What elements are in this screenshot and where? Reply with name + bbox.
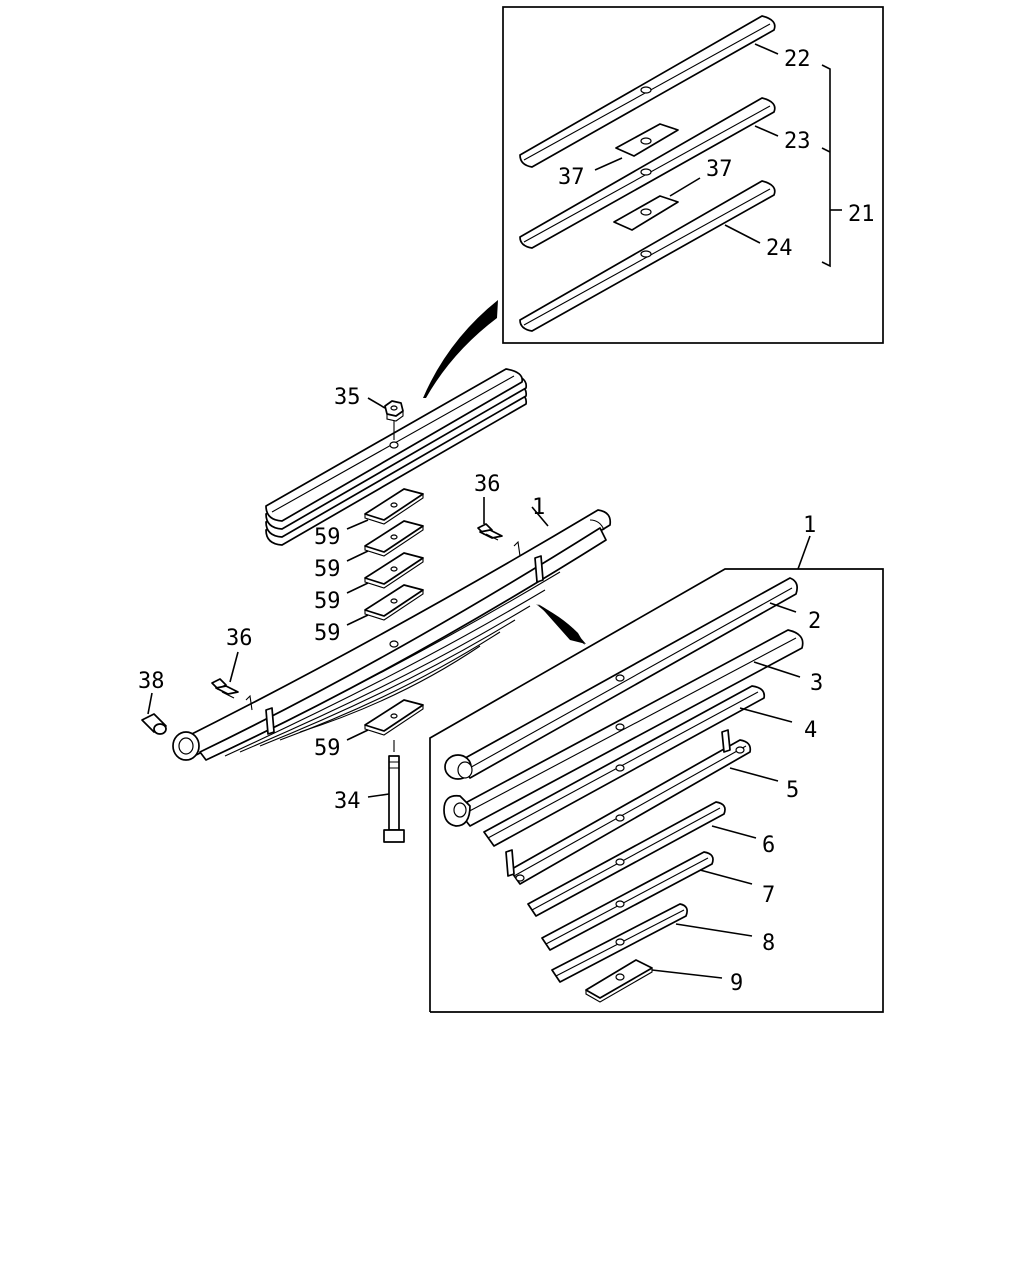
- callout-3: 3: [810, 671, 823, 696]
- callout-59-e: 59: [314, 736, 341, 761]
- callout-37-left: 37: [558, 165, 585, 190]
- callout-36-top: 36: [474, 472, 501, 497]
- bushing-38: 38: [138, 669, 167, 735]
- callout-1-main: 1: [532, 495, 545, 520]
- bracket-21: [821, 64, 831, 268]
- helper-spring-assembly: [265, 368, 528, 546]
- main-leaf-9: 9: [585, 959, 743, 1003]
- callout-6: 6: [762, 833, 775, 858]
- callout-36-left: 36: [226, 626, 253, 651]
- callout-8: 8: [762, 931, 775, 956]
- main-leaf-5: 5: [505, 729, 799, 885]
- callout-59-a: 59: [314, 525, 341, 550]
- main-leaf-2: 2: [444, 577, 821, 780]
- pad-59-lower: 59: [314, 699, 424, 761]
- detail-box-main-spring-leaves: 1 2 3 4: [429, 513, 884, 1013]
- bolt-36-top: 36: [474, 472, 503, 541]
- main-leaf-8: 8: [551, 903, 775, 983]
- helper-leaf-23: [519, 97, 776, 249]
- pad-59-stack: 59 59 59 59: [314, 488, 424, 646]
- helper-leaf-24: [519, 180, 776, 332]
- main-leaf-6: 6: [527, 801, 775, 917]
- callout-59-c: 59: [314, 589, 341, 614]
- main-spring-assembly: 1: [172, 495, 612, 761]
- callout-9: 9: [730, 971, 743, 996]
- callout-24: 24: [766, 236, 793, 261]
- callout-59-b: 59: [314, 557, 341, 582]
- callout-37-right: 37: [706, 157, 733, 182]
- callout-7: 7: [762, 883, 775, 908]
- pointer-wedge-top: [423, 300, 498, 398]
- callout-5: 5: [786, 778, 799, 803]
- center-bolt-34: 34: [334, 740, 405, 843]
- detail-box-frame-lower: [429, 568, 884, 1013]
- callout-2: 2: [808, 609, 821, 634]
- main-leaf-7: 7: [541, 851, 775, 951]
- main-leaf-3: 3: [443, 629, 823, 827]
- bolt-36-left: 36: [211, 626, 253, 699]
- callout-4: 4: [804, 718, 817, 743]
- callout-22: 22: [784, 47, 811, 72]
- detail-box-helper-spring: 22 23 24 21 37 37: [502, 6, 884, 344]
- helper-leaf-22: [519, 15, 776, 168]
- clip-left: [265, 707, 275, 735]
- callout-34: 34: [334, 789, 361, 814]
- nut-35: 35: [334, 385, 404, 440]
- callout-23: 23: [784, 129, 811, 154]
- main-leaf-4: 4: [483, 685, 817, 847]
- detail-box-frame: [502, 6, 884, 344]
- callout-38: 38: [138, 669, 165, 694]
- callout-59-d: 59: [314, 621, 341, 646]
- callout-21: 21: [848, 202, 875, 227]
- callout-1-detail: 1: [803, 513, 816, 538]
- clip-right: [534, 555, 544, 583]
- callout-35: 35: [334, 385, 361, 410]
